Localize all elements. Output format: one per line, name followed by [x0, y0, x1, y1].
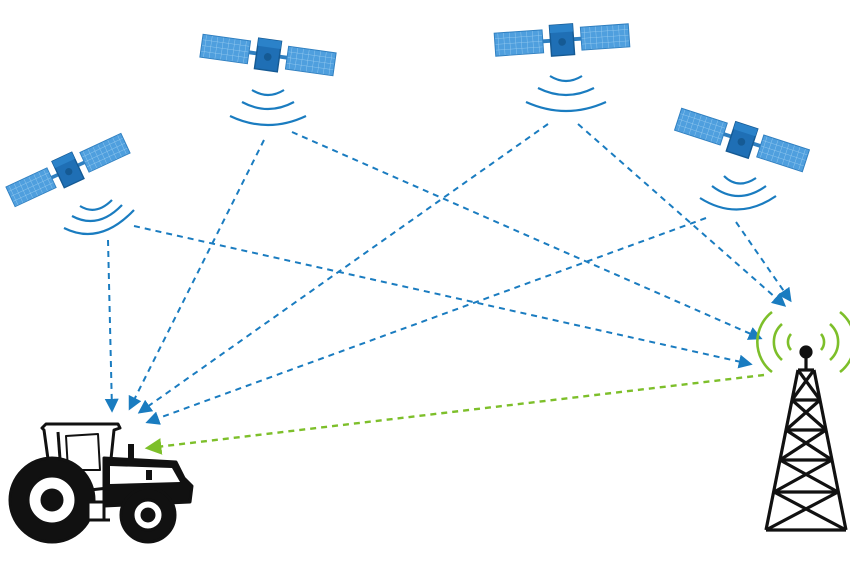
- satellite-icon: [198, 29, 338, 81]
- signal-path-sat3-tractor: [137, 123, 549, 414]
- signal-path-sat4-tractor: [145, 217, 707, 425]
- signal-waves: [63, 199, 135, 236]
- radio-tower-icon: [764, 345, 848, 532]
- satellite-2: [198, 29, 338, 127]
- signal-path-sat1-tower: [133, 225, 753, 369]
- satellite-signal-paths: [104, 123, 792, 425]
- satellite-icon: [672, 103, 812, 177]
- broadcast-waves: [756, 310, 850, 374]
- signal-waves: [229, 89, 307, 127]
- signal-waves: [525, 75, 607, 113]
- signal-path-sat4-tower: [735, 221, 792, 303]
- base-station: [756, 310, 850, 532]
- signal-path-sat2-tower: [291, 131, 763, 340]
- signal-path-sat3-tower: [577, 123, 787, 307]
- satellite-icon: [3, 129, 133, 211]
- signal-path-sat1-tractor: [104, 239, 119, 413]
- correction-signal-path: [144, 373, 765, 455]
- satellite-4: [672, 103, 812, 211]
- signal-path-sat2-tractor: [128, 139, 265, 411]
- satellite-1: [3, 129, 135, 236]
- signal-waves: [699, 175, 777, 211]
- satellite-icon: [493, 19, 631, 61]
- tractor-icon: [8, 422, 194, 544]
- satellite-3: [493, 19, 631, 113]
